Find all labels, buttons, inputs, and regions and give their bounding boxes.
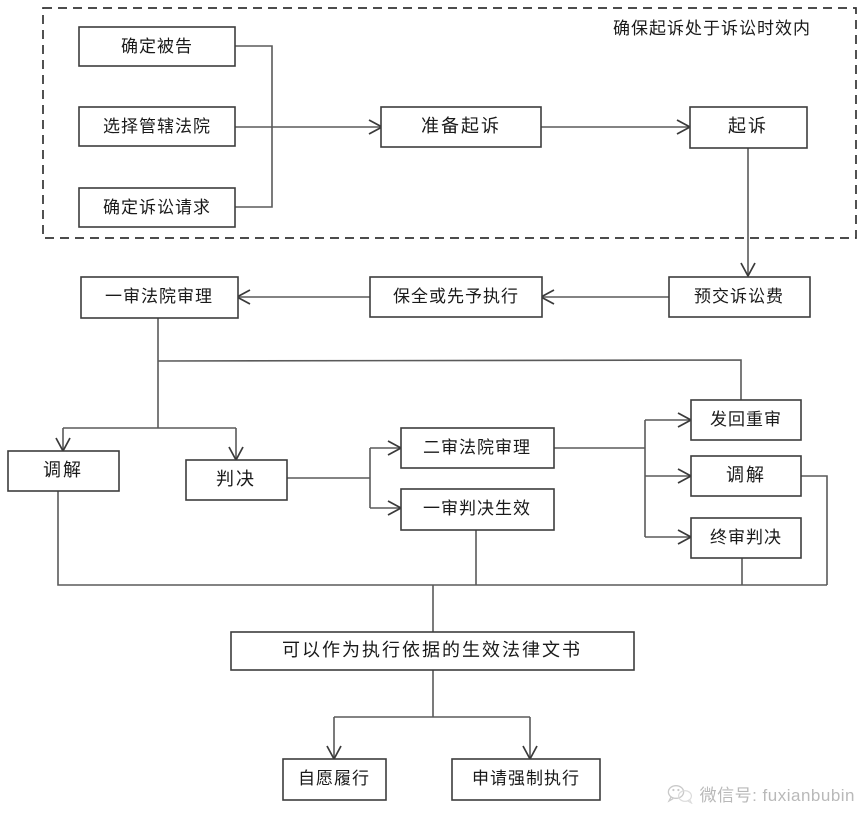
node-box[interactable] [78,187,236,228]
node-预交诉讼费[interactable]: 预交诉讼费 [668,276,811,318]
node-可以作为执行依据的生效法律文书[interactable]: 可以作为执行依据的生效法律文书 [230,631,635,671]
arrow-into-n6 [740,262,756,278]
node-调解-一审[interactable]: 调解 [7,450,120,492]
node-选择管辖法院[interactable]: 选择管辖法院 [78,106,236,147]
node-label: 确定诉讼请求 [103,198,211,217]
node-label: 发回重审 [710,410,782,429]
node-确定被告[interactable]: 确定被告 [78,26,236,67]
node-label: 选择管辖法院 [103,117,211,136]
node-label: 终审判决 [710,528,782,547]
node-二审法院审理[interactable]: 二审法院审理 [400,427,555,469]
node-一审法院审理[interactable]: 一审法院审理 [80,276,239,319]
node-准备起诉[interactable]: 准备起诉 [380,106,542,148]
node-判决[interactable]: 判决 [185,459,288,501]
wechat-icon [667,784,693,804]
node-发回重审[interactable]: 发回重审 [690,399,802,441]
node-box[interactable] [668,276,811,318]
node-自愿履行[interactable]: 自愿履行 [282,758,387,801]
node-box[interactable] [380,106,542,148]
timeliness-annotation: 确保起诉处于诉讼时效内 [613,19,811,38]
node-box[interactable] [185,459,288,501]
node-box[interactable] [690,517,802,559]
node-label: 判决 [216,469,256,489]
node-label: 预交诉讼费 [694,287,784,306]
node-调解-二审[interactable]: 调解 [690,455,802,497]
node-label: 保全或先予执行 [393,287,519,306]
node-保全或先予执行[interactable]: 保全或先予执行 [369,276,543,318]
watermark-text: 微信号: fuxianbubin [699,786,855,805]
node-label: 准备起诉 [421,116,501,136]
node-label: 调解 [726,465,766,485]
node-box[interactable] [80,276,239,319]
node-box[interactable] [451,758,601,801]
node-box[interactable] [400,427,555,469]
edge-n9-to-bus [57,491,827,586]
node-label: 二审法院审理 [423,438,531,457]
node-一审判决生效[interactable]: 一审判决生效 [400,488,555,531]
node-box[interactable] [369,276,543,318]
node-box[interactable] [689,106,808,149]
node-起诉[interactable]: 起诉 [689,106,808,149]
node-box[interactable] [7,450,120,492]
node-确定诉讼请求[interactable]: 确定诉讼请求 [78,187,236,228]
node-label: 自愿履行 [298,769,370,788]
node-label: 可以作为执行依据的生效法律文书 [282,640,582,660]
watermark: 微信号: fuxianbubin [667,781,855,806]
node-box[interactable] [400,488,555,531]
edge-n14-to-bus [800,475,828,585]
node-box[interactable] [230,631,635,671]
node-label: 起诉 [728,116,768,136]
node-box[interactable] [282,758,387,801]
edge-n3-bus [235,127,273,208]
node-申请强制执行[interactable]: 申请强制执行 [451,758,601,801]
node-box[interactable] [690,399,802,441]
edge-layer [55,45,828,761]
node-终审判决[interactable]: 终审判决 [690,517,802,559]
node-label: 一审判决生效 [423,499,531,518]
node-label: 确定被告 [121,37,193,56]
node-label: 一审法院审理 [105,287,213,306]
prefiling-group-frame [42,7,857,239]
edge-n13-remand-to-n8 [157,359,742,404]
node-label: 调解 [43,460,83,480]
node-box[interactable] [78,106,236,147]
node-box[interactable] [78,26,236,67]
edge-n1-bus [235,45,273,127]
node-label: 申请强制执行 [472,769,580,788]
node-box[interactable] [690,455,802,497]
